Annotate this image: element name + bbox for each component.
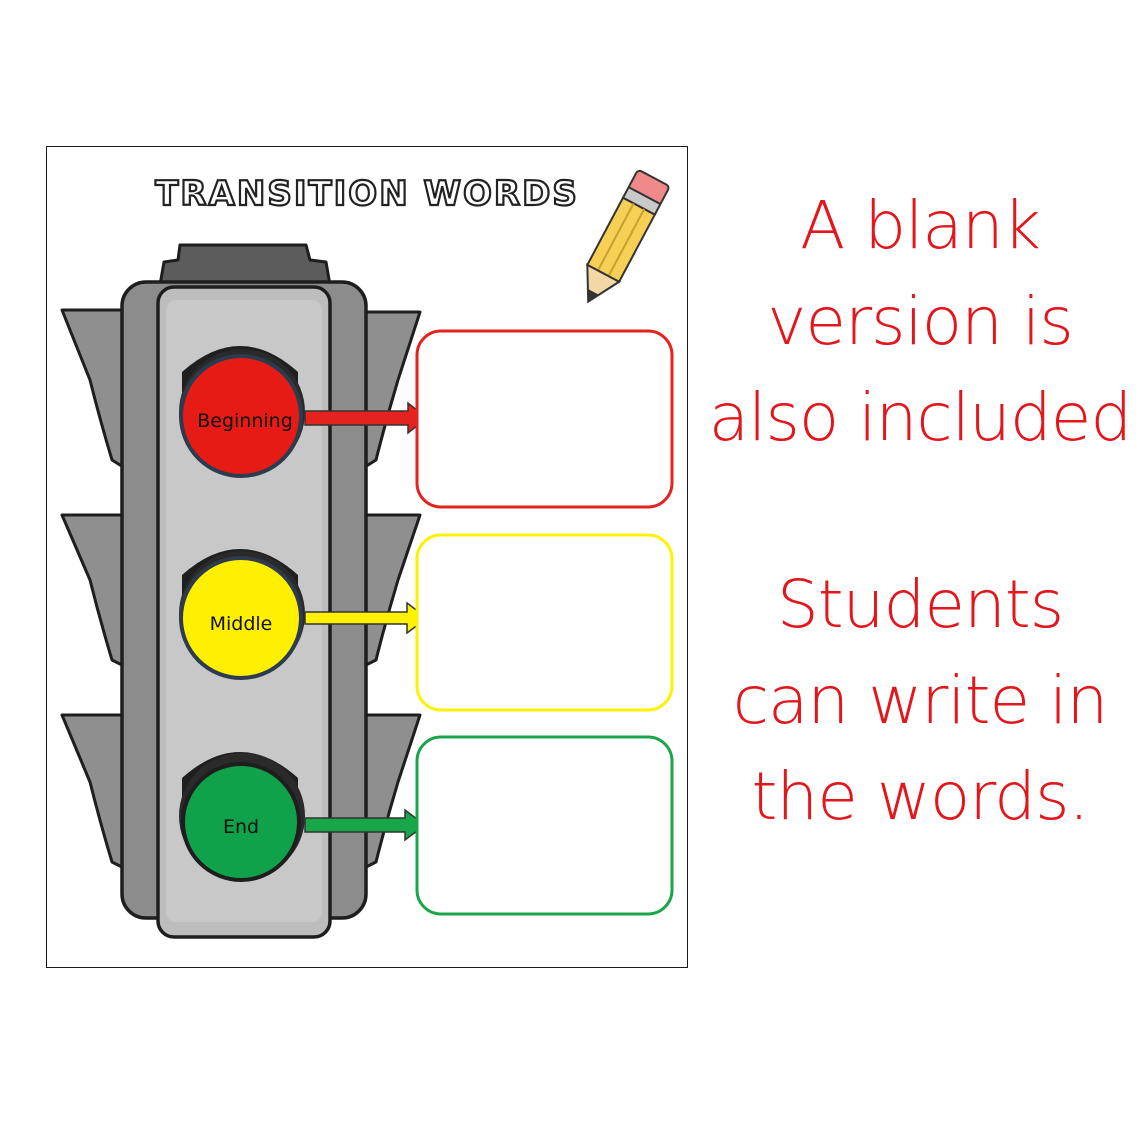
light-end: End [179,753,305,882]
light-middle: Middle [179,551,305,680]
writing-box-beginning[interactable] [415,329,674,509]
caption-blank-version: A blank version is also included [700,178,1140,466]
arrow-green [304,808,427,842]
caption-line: Students [776,566,1064,643]
pencil-icon [585,169,670,304]
light-circle-yellow [179,556,303,680]
light-circle-red [179,354,303,478]
caption-line: the words. [751,758,1090,835]
worksheet-title: TRANSITION WORDS [155,174,579,214]
caption-students-write: Students can write in the words. [700,557,1140,845]
light-label-end: End [223,816,259,838]
light-label-beginning: Beginning [197,410,293,432]
caption-line: version is [767,283,1073,360]
writing-box-middle[interactable] [415,533,674,712]
caption-line: also included [708,379,1133,456]
writing-box-end[interactable] [415,735,674,916]
light-circle-green [181,762,301,882]
light-beginning: Beginning [179,349,305,478]
light-label-middle: Middle [210,613,273,635]
caption-line: can write in [732,662,1109,739]
caption-line: A blank [800,187,1041,264]
